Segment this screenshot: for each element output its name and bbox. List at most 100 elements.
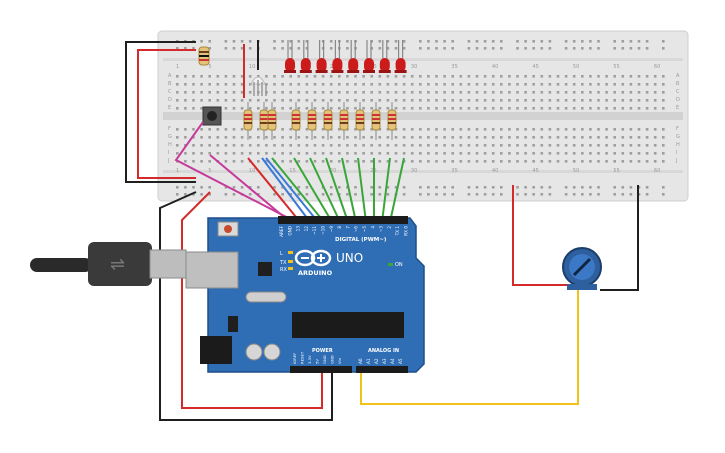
bb-col-number-top: 40	[492, 64, 498, 70]
wire-red-gnd	[247, 157, 301, 223]
tx-label: TX	[279, 260, 287, 266]
power-header	[290, 366, 352, 373]
led	[331, 40, 344, 73]
power-pin-label: 5V	[315, 359, 320, 364]
usb-icon: ⇌	[110, 254, 125, 275]
rx-label: RX	[280, 267, 287, 273]
bb-col-number-top: 5	[208, 64, 211, 70]
arduino-uno-board[interactable]: ARDUINO UNO DIGITAL (PWM~) POWER ANALOG …	[185, 216, 425, 373]
power-pin-label: IOREF	[292, 353, 297, 364]
power-pin-label: Vin	[337, 357, 342, 364]
capacitor-2	[263, 343, 281, 361]
bb-col-number-bottom: 35	[451, 168, 457, 174]
bb-row-letter-right: C	[676, 89, 680, 95]
digital-pin-label: GND	[287, 226, 292, 236]
resistor	[339, 102, 349, 140]
digital-pin-label: ~6	[354, 226, 359, 233]
digital-pin-label: 7	[345, 226, 350, 229]
digital-label: DIGITAL (PWM~)	[335, 237, 387, 243]
on-label: ON	[395, 262, 403, 268]
bb-col-number-top: 30	[411, 64, 417, 70]
bb-col-number-bottom: 60	[654, 168, 660, 174]
power-pin-label: 3.3V	[307, 355, 312, 364]
resistor	[267, 102, 277, 140]
bb-row-letter-right: A	[676, 73, 680, 79]
bb-row-letter-right: J	[675, 158, 677, 164]
arduino-model: UNO	[336, 251, 363, 265]
bb-row-letter-right: I	[676, 150, 677, 156]
wire-red-left-outer	[137, 49, 196, 179]
digital-header	[278, 216, 408, 224]
resistor-top-left	[198, 46, 210, 66]
power-pin-label: GND	[322, 355, 327, 364]
digital-pin-label: 8	[337, 226, 342, 229]
analog-pin-label: A4	[390, 358, 395, 364]
led	[394, 40, 407, 73]
bb-row-letter-right: G	[676, 134, 680, 140]
resistor	[307, 102, 317, 140]
bb-col-number-top: 45	[532, 64, 538, 70]
wires	[125, 40, 639, 421]
bb-row-letter-left: C	[168, 89, 172, 95]
led	[347, 40, 360, 73]
analog-pin-label: A1	[366, 358, 371, 364]
digital-pin-label: ~3	[379, 226, 384, 233]
resistor	[355, 102, 365, 140]
led	[284, 40, 296, 73]
resistor	[291, 102, 301, 140]
digital-pin-label: TX 1	[395, 226, 400, 237]
potentiometer[interactable]	[562, 247, 602, 290]
analog-pin-label: A0	[358, 358, 363, 364]
wire-pink-button-2	[209, 154, 291, 223]
regulator	[228, 316, 238, 332]
digital-pin-label: 2	[387, 226, 392, 229]
bb-col-number-bottom: 5	[208, 168, 211, 174]
resistor	[323, 102, 333, 140]
wire-green-9	[389, 157, 405, 223]
atmega-chip	[292, 312, 404, 338]
bb-row-letter-left: E	[168, 105, 171, 111]
wire-green-2	[293, 157, 333, 223]
bb-row-letter-left: H	[168, 142, 172, 148]
bb-col-number-top: 10	[249, 64, 255, 70]
digital-pin-label: AREF	[279, 225, 284, 236]
wire-green-1	[271, 157, 325, 223]
analog-pin-label: A5	[398, 358, 403, 364]
bb-col-number-bottom: 45	[532, 168, 538, 174]
wire-blue-1	[261, 157, 311, 223]
wire-red-pot	[512, 185, 568, 286]
pushbutton[interactable]	[202, 106, 222, 126]
led	[299, 40, 312, 73]
wire-blue-2	[265, 157, 319, 223]
bb-col-number-top: 35	[451, 64, 457, 70]
bb-row-letter-left: F	[168, 126, 171, 132]
resistor-group	[243, 102, 397, 140]
bb-row-letter-right: B	[676, 81, 680, 87]
power-pin-label: GND	[330, 355, 335, 364]
led-group	[250, 40, 407, 85]
led	[315, 40, 328, 73]
bb-col-number-bottom: 50	[573, 168, 579, 174]
resistor	[243, 102, 253, 140]
analog-pin-label: A3	[382, 358, 387, 364]
digital-pin-label: ~5	[362, 226, 367, 233]
analog-header	[356, 366, 408, 373]
chip-small	[258, 262, 272, 276]
breadboard-holes	[176, 40, 665, 196]
bb-col-number-top: 60	[654, 64, 660, 70]
digital-pin-label: ~11	[312, 226, 317, 235]
digital-pin-label: 12	[304, 226, 309, 232]
digital-pin-label: ~9	[329, 226, 334, 233]
wire-green-8	[381, 157, 391, 223]
bb-col-number-bottom: 1	[176, 168, 179, 174]
wire-green-4	[325, 157, 349, 223]
power-label: POWER	[312, 348, 333, 354]
bb-col-number-bottom: 10	[249, 168, 255, 174]
wire-green-5	[341, 157, 357, 223]
